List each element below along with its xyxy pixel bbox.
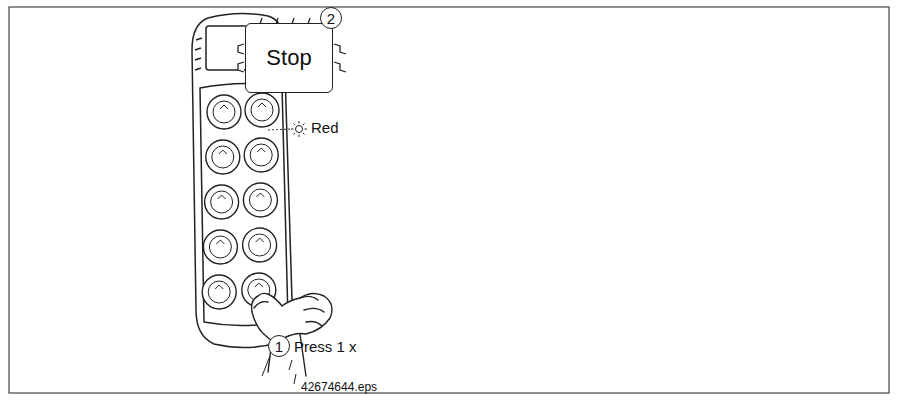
remote-button <box>206 140 240 174</box>
led-color-label: Red <box>311 119 339 136</box>
remote-button <box>202 275 236 309</box>
frame <box>9 7 889 393</box>
display-text: Stop <box>266 45 311 71</box>
remote-button <box>244 138 278 172</box>
led-indicator <box>268 121 307 137</box>
callout-number: 1 <box>268 335 290 357</box>
remote-button <box>243 228 277 262</box>
callout-number: 2 <box>327 10 335 27</box>
hand <box>252 293 332 376</box>
figure-id: 42674644.eps <box>301 380 377 394</box>
button-grid <box>202 93 279 309</box>
remote-button <box>205 185 239 219</box>
remote-button <box>203 230 237 264</box>
display-screen: Stop <box>245 23 333 93</box>
remote-button <box>243 183 277 217</box>
instruction-label: Press 1 x <box>294 338 357 355</box>
callout-number: 1 <box>275 338 283 355</box>
remote-button <box>207 95 241 129</box>
remote-button <box>245 93 279 127</box>
callout-number: 2 <box>320 7 342 29</box>
leader-lines <box>262 356 296 384</box>
